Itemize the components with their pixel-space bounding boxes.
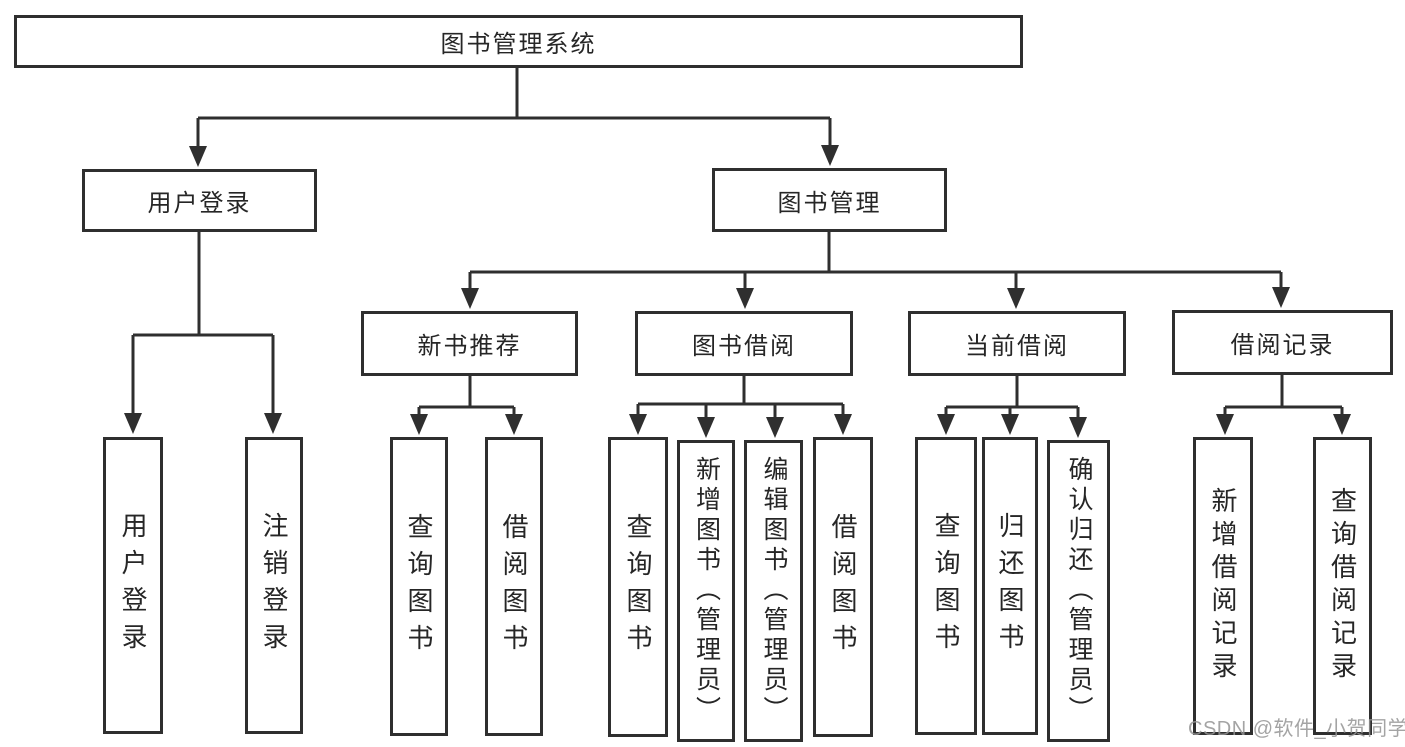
leaf-cb-return-books: 归还图书: [982, 437, 1038, 735]
leaf-cb-confirm-return-admin: 确认归还（管理员）: [1047, 440, 1110, 742]
node-book-management: 图书管理: [712, 168, 947, 232]
node-user-login: 用户登录: [82, 169, 317, 232]
leaf-bb-query-books: 查询图书: [608, 437, 668, 737]
leaf-logout-login: 注销登录: [245, 437, 303, 734]
leaf-nb-query-books: 查询图书: [390, 437, 448, 736]
node-current-borrowing: 当前借阅: [908, 311, 1126, 376]
node-library-system: 图书管理系统: [14, 15, 1023, 68]
leaf-bb-borrow-books: 借阅图书: [813, 437, 873, 737]
leaf-br-query-borrow-record: 查询借阅记录: [1313, 437, 1372, 735]
node-book-borrowing: 图书借阅: [635, 311, 853, 376]
leaf-bb-add-books-admin: 新增图书（管理员）: [677, 440, 735, 742]
leaf-cb-query-books: 查询图书: [915, 437, 977, 735]
leaf-nb-borrow-books: 借阅图书: [485, 437, 543, 736]
node-borrowing-records: 借阅记录: [1172, 310, 1393, 375]
leaf-bb-edit-books-admin: 编辑图书（管理员）: [744, 440, 803, 742]
leaf-br-add-borrow-record: 新增借阅记录: [1193, 437, 1253, 735]
node-new-book-recommend: 新书推荐: [361, 311, 578, 376]
leaf-user-login: 用户登录: [103, 437, 163, 734]
watermark: CSDN @软件_小贺同学: [1188, 718, 1405, 740]
